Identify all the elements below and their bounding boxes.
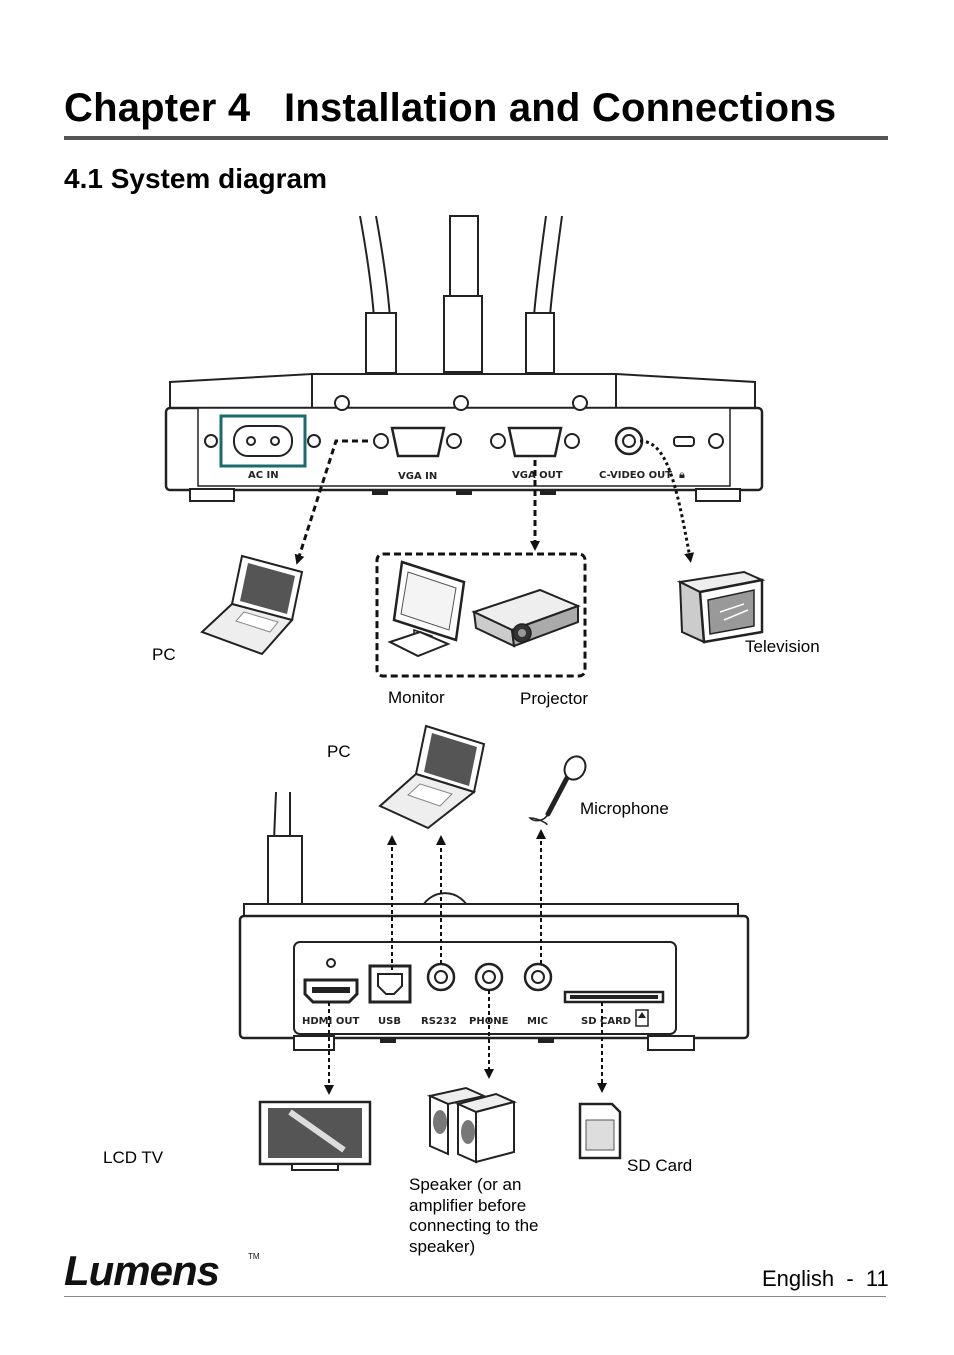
section-title: 4.1 System diagram [64,163,328,194]
trademark: TM [248,1252,260,1261]
port-label-vga-out: VGA OUT [512,470,563,481]
label-microphone: Microphone [580,799,669,818]
label-lcd-tv: LCD TV [103,1148,164,1167]
sd-card-icon [578,1102,622,1160]
port-label-mic: MIC [527,1016,548,1027]
camera-rear-top-device: AC IN VGA IN VGA OUT C-VIDEO OUT 🔒︎ [164,215,764,502]
label-pc: PC [152,645,176,664]
arrow-to-television [639,439,695,563]
port-label-usb: USB [378,1016,401,1027]
chapter-number: Chapter 4 [64,86,251,130]
monitor-icon [387,560,466,658]
port-label-hdmi-out: HDMI OUT [302,1016,359,1027]
microphone-icon [528,755,587,826]
chapter-heading: Chapter 4 Installation and Connections [64,86,836,131]
arrow-to-pc [294,439,368,565]
port-label-c-video-out: C-VIDEO OUT [599,470,672,481]
camera-side-bottom-device: HDMI OUT USB RS232 PHONE MIC SD CARD [238,791,750,1051]
lumens-logo: Lumens TM [64,1247,260,1294]
label-monitor: Monitor [388,688,445,707]
laptop-icon-bottom [378,724,486,830]
port-label-sd-card: SD CARD [581,1016,631,1027]
brand-wordmark: Lumens [64,1247,219,1294]
label-projector: Projector [520,689,589,708]
label-sd-card: SD Card [627,1156,693,1175]
port-label-vga-in: VGA IN [398,471,437,482]
lcd-tv-icon [258,1100,372,1171]
label-television: Television [745,637,820,656]
television-icon [676,570,766,644]
chapter-title: Installation and Connections [284,86,837,130]
label-speaker: Speaker (or an amplifier before connecti… [409,1175,539,1256]
header-rule [64,136,888,140]
label-pc-bottom: PC [327,742,351,761]
lock-icon: 🔒︎ [679,469,685,481]
display-group-box [375,552,587,678]
speaker-icon [426,1086,518,1164]
port-label-ac-in: AC IN [248,470,279,481]
page-number: English - 11 [762,1266,889,1291]
projector-icon [471,588,581,648]
port-label-rs232: RS232 [421,1016,457,1027]
footer-rule [64,1296,886,1297]
laptop-icon [200,554,304,656]
